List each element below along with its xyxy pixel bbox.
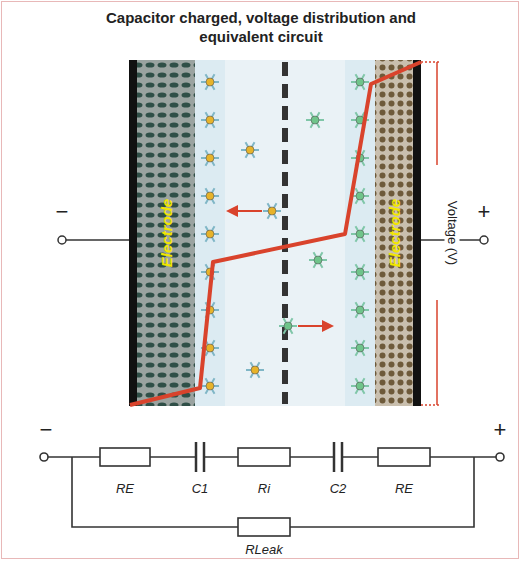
electrode-label: Electrode — [386, 199, 403, 267]
electrode: Electrode — [137, 60, 195, 406]
electrode: Electrode — [375, 60, 413, 406]
electrode-label: Electrode — [158, 199, 175, 267]
title: Capacitor charged, voltage distribution … — [100, 8, 422, 46]
axis-label: Voltage (V) — [445, 199, 460, 267]
component-label: C1 — [192, 481, 209, 496]
terminal-sign: − — [40, 417, 53, 443]
terminal-sign: + — [478, 199, 491, 225]
component-label: RE — [395, 481, 413, 496]
component-label: Ri — [258, 481, 270, 496]
component-label: RE — [116, 481, 134, 496]
component-label: RLeak — [245, 542, 283, 557]
component-label: C2 — [330, 481, 347, 496]
terminal-sign: − — [56, 199, 69, 225]
terminal-sign: + — [494, 417, 507, 443]
